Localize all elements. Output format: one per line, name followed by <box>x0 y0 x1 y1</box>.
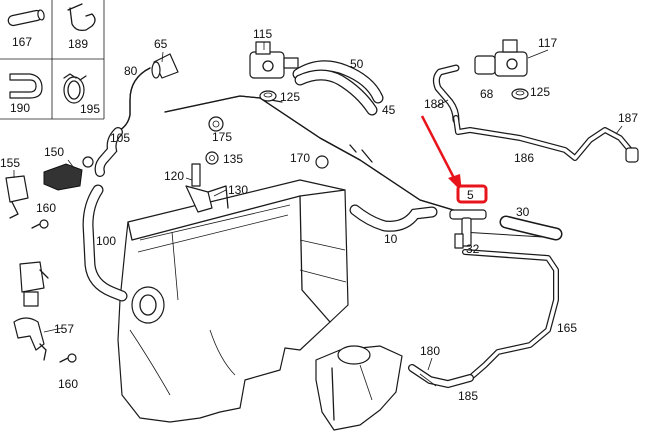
clip-189-icon <box>67 3 96 32</box>
label-195[interactable]: 195 <box>80 102 100 116</box>
label-32[interactable]: 32 <box>466 242 480 256</box>
plug-170 <box>315 155 329 169</box>
label-65[interactable]: 65 <box>154 37 168 51</box>
hose-105 <box>94 127 123 177</box>
label-180[interactable]: 180 <box>420 344 440 358</box>
label-167[interactable]: 167 <box>12 35 32 49</box>
label-80[interactable]: 80 <box>124 64 138 78</box>
expansion-tank <box>315 345 403 431</box>
valve-150 <box>43 156 94 191</box>
t-piece-5 <box>449 209 487 249</box>
label-117[interactable]: 117 <box>538 36 557 50</box>
label-165[interactable]: 165 <box>557 321 577 335</box>
sleeve-167-icon <box>7 9 45 27</box>
label-170[interactable]: 170 <box>290 151 310 165</box>
highlight-box[interactable] <box>456 184 488 204</box>
label-130[interactable]: 130 <box>228 183 248 197</box>
screw-160-a <box>31 219 49 229</box>
highlight-callout: 5 <box>420 115 488 204</box>
label-189[interactable]: 189 <box>68 37 88 51</box>
label-150[interactable]: 150 <box>44 145 64 159</box>
label-155[interactable]: 155 <box>0 156 20 170</box>
hose-30 <box>499 215 563 241</box>
sensor-120 <box>185 163 229 213</box>
label-160-b[interactable]: 160 <box>58 377 78 391</box>
label-125-b[interactable]: 125 <box>530 85 550 99</box>
label-188[interactable]: 188 <box>424 97 444 111</box>
leader-lines <box>13 42 623 371</box>
label-157[interactable]: 157 <box>54 322 74 336</box>
label-120[interactable]: 120 <box>164 169 184 183</box>
clamp-190-icon <box>9 73 43 99</box>
pipe-186 <box>453 115 639 163</box>
hose-80 <box>119 67 151 131</box>
hose-50 <box>292 60 384 116</box>
nut-125-a <box>259 90 277 102</box>
label-68[interactable]: 68 <box>480 87 494 101</box>
label-135[interactable]: 135 <box>223 152 243 166</box>
valve-lower-left <box>19 261 49 307</box>
label-5[interactable]: 5 <box>467 188 474 202</box>
label-10[interactable]: 10 <box>384 232 398 246</box>
hose-188 <box>432 64 460 124</box>
bolt-175 <box>208 116 224 132</box>
legend-grid: 167 189 190 195 <box>0 0 105 120</box>
hose-100 <box>82 184 128 302</box>
label-45[interactable]: 45 <box>382 103 396 117</box>
nut-135 <box>205 151 219 165</box>
valve-115 <box>249 41 299 79</box>
bracket-155 <box>5 175 29 219</box>
label-185[interactable]: 185 <box>458 389 478 403</box>
pipe-185 <box>408 364 474 389</box>
label-190[interactable]: 190 <box>10 101 30 115</box>
label-30[interactable]: 30 <box>516 205 530 219</box>
label-100[interactable]: 100 <box>96 234 116 248</box>
screw-160-b <box>59 353 77 363</box>
label-160-a[interactable]: 160 <box>36 201 56 215</box>
valve-117 <box>474 39 528 77</box>
label-186[interactable]: 186 <box>514 151 534 165</box>
engine-block <box>117 179 349 423</box>
coupling-65 <box>151 53 179 79</box>
bracket-157 <box>13 317 47 361</box>
label-125-a[interactable]: 125 <box>280 90 300 104</box>
hose-clamp-195-icon <box>63 73 87 104</box>
label-105[interactable]: 105 <box>110 131 130 145</box>
label-50[interactable]: 50 <box>350 57 364 71</box>
label-115[interactable]: 115 <box>253 27 272 41</box>
hose-10 <box>349 204 438 232</box>
label-187[interactable]: 187 <box>618 111 638 125</box>
label-175[interactable]: 175 <box>212 130 232 144</box>
nut-125-b <box>511 88 529 100</box>
